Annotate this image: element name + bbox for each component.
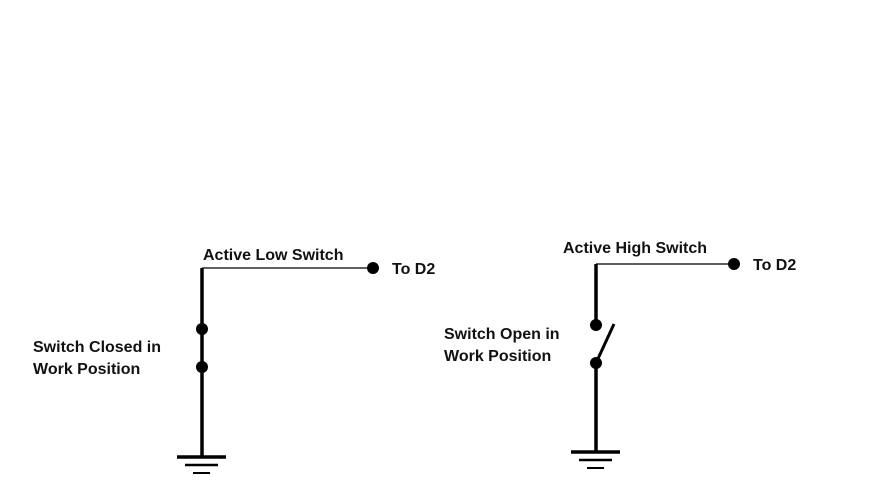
left-state-line2: Work Position (33, 361, 140, 378)
left-ground-symbol (177, 455, 226, 474)
right-output-terminal (728, 258, 740, 270)
right-circuit-title: Active High Switch (563, 240, 707, 257)
right-state-line2: Work Position (444, 348, 551, 365)
left-output-label: To D2 (392, 261, 435, 278)
left-switch-contact-top (196, 323, 208, 335)
left-state-line1: Switch Closed in (33, 339, 161, 356)
right-switch-lever (594, 323, 616, 364)
right-output-label: To D2 (753, 257, 796, 274)
right-ground-symbol (571, 450, 620, 469)
left-output-terminal (367, 262, 379, 274)
left-circuit-title: Active Low Switch (203, 247, 343, 264)
right-state-line1: Switch Open in (444, 326, 560, 343)
right-switch-contact-top (590, 319, 602, 331)
active-low-circuit: Active Low Switch To D2 Switch Closed in… (33, 247, 435, 474)
active-high-circuit: Active High Switch To D2 Switch Open in … (444, 240, 796, 469)
left-switch-contact-bottom (196, 361, 208, 373)
